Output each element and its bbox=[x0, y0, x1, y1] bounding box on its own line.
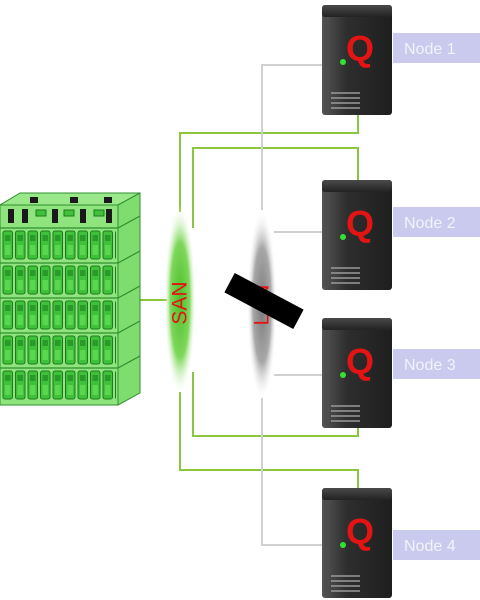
node-label: Node 1 bbox=[404, 41, 456, 58]
node-2[interactable]: Q Node 2 bbox=[322, 180, 480, 290]
node-label: Node 2 bbox=[404, 215, 456, 232]
san-link-node-3 bbox=[192, 372, 359, 437]
storage-array-icon bbox=[0, 192, 141, 406]
storage-controller-row bbox=[8, 197, 112, 223]
server-vents bbox=[331, 267, 360, 284]
power-led-icon bbox=[340, 234, 346, 240]
lan-links bbox=[261, 64, 322, 546]
node-4[interactable]: Q Node 4 bbox=[322, 488, 480, 598]
server-vents bbox=[331, 405, 360, 422]
lan-link-node-4 bbox=[261, 398, 322, 546]
san-links bbox=[140, 113, 359, 488]
lan-network: LAN bbox=[224, 209, 304, 401]
node-label: Node 4 bbox=[404, 538, 456, 555]
node-label-box bbox=[393, 207, 480, 237]
san-label: SAN bbox=[169, 281, 192, 324]
blocked-link-icon bbox=[224, 272, 304, 330]
power-led-icon bbox=[340, 59, 346, 65]
server-logo: Q bbox=[346, 511, 374, 552]
server-logo: Q bbox=[346, 203, 374, 244]
power-led-icon bbox=[340, 372, 346, 378]
power-led-icon bbox=[340, 542, 346, 548]
server-tower-icon: Q bbox=[322, 5, 392, 115]
lan-link-node-1 bbox=[261, 64, 322, 210]
node-1[interactable]: Q Node 1 bbox=[322, 5, 480, 115]
san-link-node-4 bbox=[179, 392, 359, 488]
node-label-box bbox=[393, 349, 480, 379]
storage-row-dividers bbox=[0, 215, 141, 369]
server-logo: Q bbox=[346, 341, 374, 382]
san-network: SAN bbox=[164, 204, 196, 396]
server-tower-icon: Q bbox=[322, 180, 392, 290]
node-label: Node 3 bbox=[404, 357, 456, 374]
san-link-node-1 bbox=[179, 113, 359, 212]
san-link-node-2 bbox=[192, 147, 359, 228]
node-label-box bbox=[393, 530, 480, 560]
storage-drive-bays bbox=[2, 228, 116, 403]
server-tower-icon: Q bbox=[322, 318, 392, 428]
server-vents bbox=[331, 575, 360, 592]
storage-side-face bbox=[117, 192, 141, 406]
san-ellipse-icon bbox=[164, 204, 196, 396]
server-vents bbox=[331, 92, 360, 109]
node-label-box bbox=[393, 33, 480, 63]
server-tower-icon: Q bbox=[322, 488, 392, 598]
server-logo: Q bbox=[346, 28, 374, 69]
node-3[interactable]: Q Node 3 bbox=[322, 318, 480, 428]
